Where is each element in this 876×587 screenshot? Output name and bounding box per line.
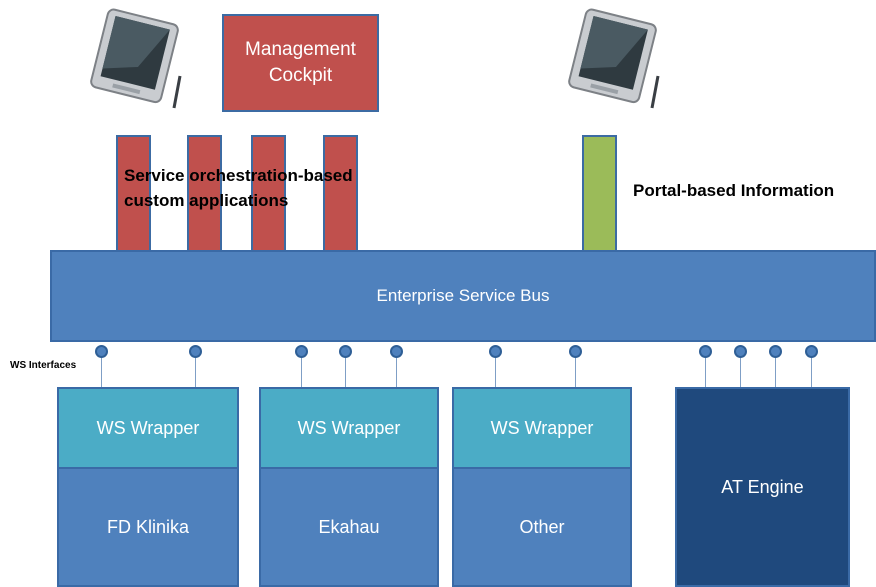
ws-wrapper-label: WS Wrapper xyxy=(297,417,401,438)
ws-interface-dot xyxy=(734,345,747,358)
connector-line xyxy=(775,352,776,387)
service-app-bar xyxy=(323,135,358,252)
system-name: Ekahau xyxy=(261,469,437,585)
ws-interface-dot xyxy=(769,345,782,358)
system-box-fd-klinika: WS Wrapper FD Klinika xyxy=(57,387,239,587)
system-name: Other xyxy=(454,469,630,585)
ws-interface-dot xyxy=(295,345,308,358)
system-box-ekahau: WS Wrapper Ekahau xyxy=(259,387,439,587)
connector-line xyxy=(101,352,102,387)
ws-interface-dot xyxy=(339,345,352,358)
service-app-bar xyxy=(187,135,222,252)
esb-label: Enterprise Service Bus xyxy=(376,286,550,305)
connector-line xyxy=(396,352,397,387)
tablet-device-icon xyxy=(568,8,660,109)
connector-line xyxy=(575,352,576,387)
system-name-label: FD Klinika xyxy=(106,516,190,537)
connector-line xyxy=(705,352,706,387)
ws-wrapper: WS Wrapper xyxy=(59,389,237,469)
connector-line xyxy=(301,352,302,387)
connector-line xyxy=(811,352,812,387)
management-cockpit-box: Management Cockpit xyxy=(222,14,379,112)
service-app-bar xyxy=(251,135,286,252)
ws-wrapper: WS Wrapper xyxy=(261,389,437,469)
at-engine-box: AT Engine xyxy=(675,387,850,587)
system-box-other: WS Wrapper Other xyxy=(452,387,632,587)
ws-interface-dot xyxy=(390,345,403,358)
ws-interface-dot xyxy=(489,345,502,358)
portal-caption: Portal-based Information xyxy=(633,181,835,200)
connector-line xyxy=(345,352,346,387)
ws-interface-dot xyxy=(189,345,202,358)
connector-line xyxy=(740,352,741,387)
portal-bar xyxy=(582,135,617,252)
ws-interfaces-label: WS Interfaces xyxy=(10,360,77,371)
ws-interface-dot xyxy=(699,345,712,358)
ws-wrapper-label: WS Wrapper xyxy=(490,417,594,438)
connector-line xyxy=(195,352,196,387)
ws-wrapper: WS Wrapper xyxy=(454,389,630,469)
enterprise-service-bus: Enterprise Service Bus xyxy=(50,250,876,342)
system-name: FD Klinika xyxy=(59,469,237,585)
ws-wrapper-label: WS Wrapper xyxy=(96,417,200,438)
system-name-label: Ekahau xyxy=(318,516,380,537)
service-orchestration-caption: Service orchestration-based custom appli… xyxy=(124,166,353,210)
at-engine-label: AT Engine xyxy=(721,476,804,497)
ws-interface-dot xyxy=(95,345,108,358)
management-cockpit-label: Management Cockpit xyxy=(245,39,356,86)
ws-interface-dot xyxy=(569,345,582,358)
tablet-device-icon xyxy=(90,8,182,109)
ws-interface-dot xyxy=(805,345,818,358)
connector-line xyxy=(495,352,496,387)
system-name-label: Other xyxy=(519,516,565,537)
service-app-bar xyxy=(116,135,151,252)
